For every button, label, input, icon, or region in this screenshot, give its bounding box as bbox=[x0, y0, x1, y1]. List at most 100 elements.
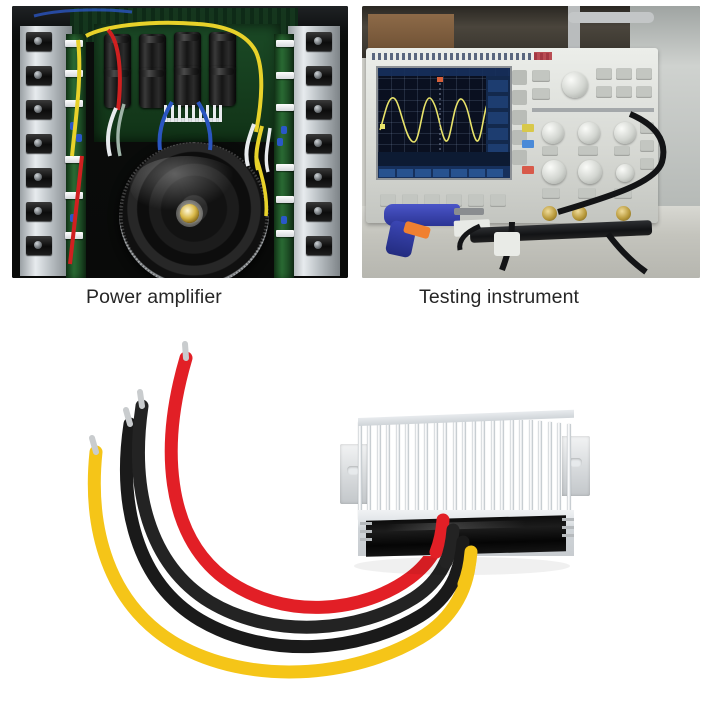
bottom-bezel-button[interactable] bbox=[468, 194, 484, 207]
oscilloscope-photo bbox=[362, 6, 700, 278]
panel-section-label bbox=[532, 108, 654, 112]
screen-measurement-bar bbox=[378, 152, 510, 166]
screen-side-menu bbox=[486, 76, 510, 156]
caption-power-amplifier: Power amplifier bbox=[86, 286, 222, 308]
gallery-photo-testing-instrument[interactable] bbox=[362, 6, 700, 278]
bnc-connector-ch1[interactable] bbox=[542, 206, 557, 221]
panel-button[interactable] bbox=[532, 88, 550, 100]
filter-capacitor bbox=[209, 66, 236, 106]
emitter-resistor bbox=[276, 104, 294, 111]
screen-soft-key-bar bbox=[378, 166, 510, 178]
potting-compound-face bbox=[366, 515, 566, 557]
run-stop-button[interactable] bbox=[522, 166, 534, 174]
trigger-knob[interactable] bbox=[616, 164, 634, 182]
converter-wire-harness bbox=[87, 341, 570, 679]
screen-bezel-buttons[interactable] bbox=[512, 70, 528, 170]
filter-capacitor bbox=[139, 34, 166, 74]
gallery-photo-power-amplifier[interactable] bbox=[12, 6, 348, 278]
hot-glue-gun bbox=[370, 202, 484, 260]
panel-button[interactable] bbox=[578, 188, 596, 199]
output-transistor bbox=[26, 202, 52, 221]
bottom-bezel-button[interactable] bbox=[424, 194, 440, 207]
emitter-resistor bbox=[65, 40, 83, 47]
panel-button[interactable] bbox=[614, 146, 630, 156]
bottom-bezel-button[interactable] bbox=[402, 194, 418, 207]
cardboard-box bbox=[368, 14, 454, 54]
output-transistor bbox=[26, 236, 52, 255]
photo-gallery: Power amplifier Testing instrument bbox=[0, 0, 720, 320]
power-amplifier-photo bbox=[12, 6, 348, 278]
left-output-stage bbox=[20, 26, 86, 278]
panel-button[interactable] bbox=[578, 146, 598, 156]
output-transistor bbox=[306, 100, 332, 119]
metal-pipe-horizontal bbox=[568, 12, 654, 23]
horizontal-position-knob[interactable] bbox=[578, 160, 602, 184]
panel-button[interactable] bbox=[640, 140, 654, 152]
film-capacitor bbox=[277, 138, 283, 146]
glue-gun-nozzle bbox=[454, 208, 484, 215]
bottom-bezel-button[interactable] bbox=[490, 194, 506, 207]
panel-button[interactable] bbox=[596, 68, 612, 80]
dc-dc-converter-module bbox=[340, 409, 590, 563]
panel-button[interactable] bbox=[636, 86, 652, 98]
emitter-resistor bbox=[276, 72, 294, 79]
output-transistor bbox=[306, 32, 332, 51]
channel-2-button[interactable] bbox=[522, 140, 534, 148]
multipurpose-knob[interactable] bbox=[562, 72, 588, 98]
filter-capacitor bbox=[174, 32, 201, 72]
emitter-resistor bbox=[276, 230, 294, 237]
horizontal-scale-knob[interactable] bbox=[578, 122, 600, 144]
film-capacitor bbox=[76, 134, 82, 142]
glue-gun-body bbox=[384, 204, 460, 226]
product-photo-dc-converter[interactable] bbox=[0, 320, 720, 720]
emitter-resistor bbox=[65, 156, 83, 163]
base-groove-left bbox=[360, 522, 372, 552]
panel-button[interactable] bbox=[596, 86, 612, 98]
channel-1-button[interactable] bbox=[522, 124, 534, 132]
amplifier-wiring bbox=[33, 8, 272, 265]
output-transistor bbox=[26, 32, 52, 51]
emitter-resistor bbox=[276, 40, 294, 47]
bottom-bezel-button[interactable] bbox=[380, 194, 396, 207]
oscilloscope[interactable] bbox=[366, 48, 658, 223]
bottom-bezel-button[interactable] bbox=[446, 194, 462, 207]
mounting-tab-left bbox=[340, 444, 368, 504]
film-capacitor bbox=[70, 214, 76, 222]
output-transistor bbox=[26, 134, 52, 153]
transformer-center-bolt bbox=[180, 204, 199, 223]
output-transistor bbox=[26, 100, 52, 119]
emitter-resistor bbox=[65, 192, 83, 199]
output-transistor bbox=[26, 168, 52, 187]
output-transistor bbox=[26, 66, 52, 85]
emitter-resistor bbox=[65, 100, 83, 107]
panel-button[interactable] bbox=[616, 86, 632, 98]
bnc-connector-aux[interactable] bbox=[616, 206, 631, 221]
output-transistor bbox=[306, 168, 332, 187]
film-capacitor bbox=[281, 216, 287, 224]
vertical-scale-knob-ch1[interactable] bbox=[542, 122, 564, 144]
oscilloscope-screen bbox=[376, 66, 512, 180]
panel-button[interactable] bbox=[616, 68, 632, 80]
panel-button[interactable] bbox=[636, 68, 652, 80]
screen-status-bar bbox=[378, 68, 510, 76]
filter-capacitor bbox=[174, 66, 201, 106]
output-transistor bbox=[306, 236, 332, 255]
right-output-stage bbox=[274, 26, 340, 278]
output-transistor bbox=[306, 202, 332, 221]
output-transistor bbox=[306, 134, 332, 153]
right-amplifier-board bbox=[274, 34, 294, 278]
base-groove-right bbox=[562, 518, 574, 548]
filter-capacitor bbox=[139, 68, 166, 108]
panel-button[interactable] bbox=[532, 70, 550, 82]
output-transistor bbox=[306, 66, 332, 85]
mounting-tab-right bbox=[562, 436, 590, 496]
film-capacitor bbox=[281, 126, 287, 134]
panel-button[interactable] bbox=[542, 188, 560, 199]
probe-cables bbox=[457, 111, 667, 275]
panel-button[interactable] bbox=[542, 146, 558, 156]
panel-button[interactable] bbox=[640, 158, 654, 170]
vertical-position-knob[interactable] bbox=[542, 160, 566, 184]
trigger-level-knob[interactable] bbox=[614, 122, 636, 144]
emitter-resistor bbox=[276, 164, 294, 171]
